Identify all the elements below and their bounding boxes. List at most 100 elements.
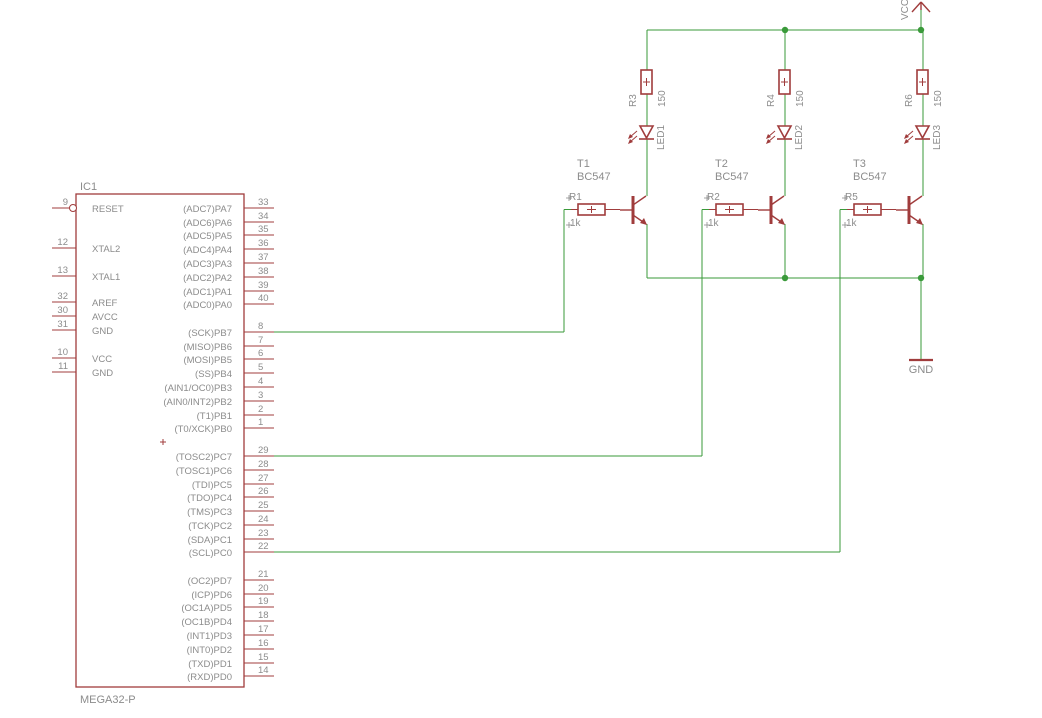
base-resistor-r1[interactable]: R1 1k bbox=[566, 192, 620, 229]
pin-number: 40 bbox=[258, 293, 269, 304]
pin-adc5pa5-35[interactable]: 35(ADC5)PA5 bbox=[183, 224, 274, 242]
pin-name: (T0/XCK)PB0 bbox=[174, 424, 232, 435]
pin-tosc2pc7-29[interactable]: 29 (TOSC2)PC7 bbox=[176, 445, 274, 463]
led-ray-arrow bbox=[904, 139, 909, 144]
pin-number: 3 bbox=[258, 390, 263, 401]
chip-name: IC1 bbox=[80, 181, 97, 193]
pin-adc4pa4-36[interactable]: 36 (ADC4)PA4 bbox=[183, 238, 274, 256]
pin-number: 33 bbox=[258, 197, 269, 208]
pin-ain0int2pb2-3[interactable]: 3(AIN0/INT2)PB2 bbox=[163, 390, 274, 408]
pin-number: 36 bbox=[258, 238, 269, 249]
pin-name: (TOSC2)PC7 bbox=[176, 452, 232, 463]
pin-number: 29 bbox=[258, 445, 269, 456]
pin-number: 34 bbox=[258, 211, 269, 222]
pin-adc7pa7-33[interactable]: 33(ADC7)PA7 bbox=[183, 197, 274, 215]
pin-name: (TDO)PC4 bbox=[187, 493, 232, 504]
pin-adc1pa1-39[interactable]: 39(ADC1)PA1 bbox=[183, 280, 274, 298]
pin-number: 13 bbox=[57, 265, 68, 276]
pin-rxdpd0-14[interactable]: 14(RXD)PD0 bbox=[187, 665, 274, 683]
led-2[interactable]: LED2 bbox=[766, 125, 805, 150]
pin-name: (TOSC1)PC6 bbox=[176, 466, 232, 477]
base-resistor-name: R5 bbox=[845, 192, 858, 203]
pin-name: XTAL2 bbox=[92, 244, 120, 255]
pin-tdipc5-27[interactable]: 27(TDI)PC5 bbox=[192, 473, 274, 491]
pin-tmspc3-25[interactable]: 25(TMS)PC3 bbox=[187, 500, 274, 518]
pin-number: 10 bbox=[57, 347, 68, 358]
pin-name: AREF bbox=[92, 298, 118, 309]
emitter-arrow bbox=[640, 218, 647, 225]
pin-icppd6-20[interactable]: 20(ICP)PD6 bbox=[191, 583, 274, 601]
transistor-value: BC547 bbox=[853, 171, 887, 183]
pin-sckpb7-8[interactable]: 8(SCK)PB7 bbox=[188, 321, 274, 339]
pin-oc1bpd4-18[interactable]: 18(OC1B)PD4 bbox=[181, 610, 274, 628]
base-resistor-value: 1k bbox=[570, 218, 582, 229]
gnd-symbol[interactable]: GND bbox=[909, 358, 934, 376]
pin-name: RESET bbox=[92, 204, 124, 215]
pin-number: 35 bbox=[258, 224, 269, 235]
pin-int0pd2-16[interactable]: 16(INT0)PD2 bbox=[187, 638, 274, 656]
led-3[interactable]: LED3 bbox=[904, 125, 943, 150]
pin-name: (INT0)PD2 bbox=[187, 645, 232, 656]
base-resistor-name: R1 bbox=[569, 192, 582, 203]
pin-misopb6-7[interactable]: 7(MISO)PB6 bbox=[183, 335, 274, 353]
pin-name: (INT1)PD3 bbox=[187, 631, 232, 642]
pin-name: (ADC1)PA1 bbox=[183, 287, 232, 298]
pin-name: (ADC4)PA4 bbox=[183, 245, 232, 256]
pin-adc3pa3-37[interactable]: 37(ADC3)PA3 bbox=[183, 252, 274, 270]
led-ray-arrow bbox=[766, 134, 771, 139]
led-ray-arrow bbox=[628, 134, 633, 139]
pin-ain1oc0pb3-4[interactable]: 4(AIN1/OC0)PB3 bbox=[164, 376, 274, 394]
vcc-arrow bbox=[920, 1, 931, 13]
pin-sclpc0-22[interactable]: 22(SCL)PC0 bbox=[189, 541, 274, 559]
pin-number: 28 bbox=[258, 459, 269, 470]
pin-sspb4-5[interactable]: 5 (SS)PB4 bbox=[195, 362, 274, 380]
pin-adc0pa0-40[interactable]: 40 (ADC0)PA0 bbox=[183, 293, 274, 311]
pin-tosc1pc6-28[interactable]: 28 (TOSC1)PC6 bbox=[176, 459, 274, 477]
pin-adc2pa2-38[interactable]: 38(ADC2)PA2 bbox=[183, 266, 274, 284]
emitter-arrow bbox=[916, 218, 923, 225]
pin-t1pb1-2[interactable]: 2(T1)PB1 bbox=[197, 404, 274, 422]
pin-name: (OC1B)PD4 bbox=[181, 617, 232, 628]
pin-tckpc2-24[interactable]: 24(TCK)PC2 bbox=[188, 514, 274, 532]
pin-adc6pa6-34[interactable]: 34(ADC6)PA6 bbox=[183, 211, 274, 229]
inverter-bubble bbox=[69, 204, 77, 212]
led-1[interactable]: LED1 bbox=[628, 125, 667, 150]
pin-sdapc1-23[interactable]: 23(SDA)PC1 bbox=[188, 528, 274, 546]
transistor-name: T2 bbox=[715, 158, 728, 170]
led-triangle bbox=[776, 125, 793, 140]
pin-mosipb5-6[interactable]: 6(MOSI)PB5 bbox=[183, 348, 274, 366]
pin-number: 5 bbox=[258, 362, 263, 373]
transistor-collector bbox=[908, 195, 923, 206]
chip-value: MEGA32-P bbox=[80, 694, 136, 706]
pin-name: (SS)PB4 bbox=[195, 369, 232, 380]
vcc-symbol[interactable]: VCC bbox=[900, 0, 931, 20]
pin-name: (ADC0)PA0 bbox=[183, 300, 232, 311]
pin-tdopc4-26[interactable]: 26(TDO)PC4 bbox=[187, 486, 274, 504]
pin-int1pd3-17[interactable]: 17(INT1)PD3 bbox=[187, 624, 274, 642]
pin-number: 6 bbox=[258, 348, 263, 359]
pin-txdpd1-15[interactable]: 15(TXD)PD1 bbox=[188, 652, 274, 670]
pin-oc1apd5-19[interactable]: 19(OC1A)PD5 bbox=[181, 596, 274, 614]
junction-dot bbox=[781, 274, 789, 282]
pin-oc2pd7-21[interactable]: 21(OC2)PD7 bbox=[188, 569, 274, 587]
pin-t0xckpb0-1[interactable]: 1(T0/XCK)PB0 bbox=[174, 417, 274, 435]
